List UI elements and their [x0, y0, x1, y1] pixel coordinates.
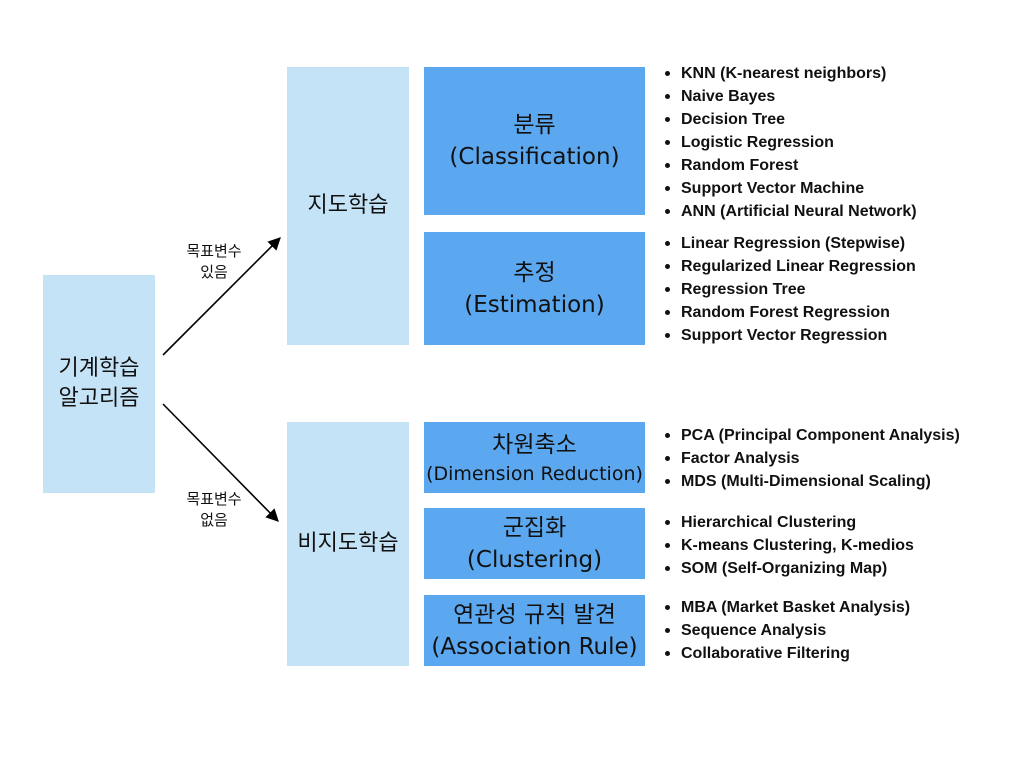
category-clustering: 군집화 (Clustering) [424, 508, 645, 579]
category-title: 차원축소 [492, 431, 577, 458]
list-item: Factor Analysis [664, 447, 960, 470]
list-item: SOM (Self-Organizing Map) [664, 557, 914, 580]
category-association-rule: 연관성 규칙 발견 (Association Rule) [424, 595, 645, 666]
list-item: Regression Tree [664, 278, 916, 301]
root-label-line1: 기계학습 [58, 356, 140, 381]
list-item: Random Forest [664, 154, 917, 177]
edge-label-line1: 목표변수 [186, 242, 242, 260]
list-item: Random Forest Regression [664, 301, 916, 324]
list-item: Collaborative Filtering [664, 642, 910, 665]
edge-label-line2: 있음 [200, 263, 228, 281]
list-item: Support Vector Regression [664, 324, 916, 347]
list-item: KNN (K-nearest neighbors) [664, 62, 917, 85]
list-dimension-reduction: PCA (Principal Component Analysis) Facto… [664, 424, 960, 493]
unsupervised-label: 비지도학습 [297, 531, 399, 556]
arrow-to-supervised [162, 237, 281, 356]
list-item: Naive Bayes [664, 85, 917, 108]
list-item: K-means Clustering, K-medios [664, 534, 914, 557]
list-item: ANN (Artificial Neural Network) [664, 200, 917, 223]
list-clustering: Hierarchical Clustering K-means Clusteri… [664, 511, 914, 580]
unsupervised-node: 비지도학습 [287, 422, 409, 666]
category-title: 연관성 규칙 발견 [453, 601, 616, 628]
category-subtitle: (Clustering) [466, 546, 603, 573]
category-subtitle: (Association Rule) [431, 633, 638, 660]
arrow-to-unsupervised [162, 403, 279, 522]
category-subtitle: (Classification) [449, 144, 620, 170]
category-title: 분류 [513, 112, 556, 138]
category-title: 군집화 [502, 514, 567, 541]
list-item: Linear Regression (Stepwise) [664, 232, 916, 255]
list-item: Regularized Linear Regression [664, 255, 916, 278]
supervised-node: 지도학습 [287, 67, 409, 345]
edge-label-unsupervised: 목표변수 없음 [159, 489, 269, 531]
list-item: Decision Tree [664, 108, 917, 131]
edge-label-line2: 없음 [200, 511, 228, 529]
list-estimation: Linear Regression (Stepwise) Regularized… [664, 232, 916, 347]
root-node: 기계학습 알고리즘 [43, 275, 155, 493]
list-classification: KNN (K-nearest neighbors) Naive Bayes De… [664, 62, 917, 223]
list-item: Hierarchical Clustering [664, 511, 914, 534]
category-dimension-reduction: 차원축소 (Dimension Reduction) [424, 422, 645, 493]
category-subtitle: (Estimation) [464, 291, 605, 318]
edge-label-line1: 목표변수 [186, 490, 242, 508]
list-item: MBA (Market Basket Analysis) [664, 596, 910, 619]
category-estimation: 추정 (Estimation) [424, 232, 645, 345]
list-association-rule: MBA (Market Basket Analysis) Sequence An… [664, 596, 910, 665]
category-title: 추정 [513, 259, 556, 286]
root-label-line2: 알고리즘 [58, 386, 140, 411]
category-classification: 분류 (Classification) [424, 67, 645, 215]
category-subtitle: (Dimension Reduction) [426, 462, 643, 485]
list-item: Support Vector Machine [664, 177, 917, 200]
edge-label-supervised: 목표변수 있음 [159, 241, 269, 283]
list-item: Sequence Analysis [664, 619, 910, 642]
list-item: PCA (Principal Component Analysis) [664, 424, 960, 447]
list-item: Logistic Regression [664, 131, 917, 154]
supervised-label: 지도학습 [307, 193, 389, 218]
list-item: MDS (Multi-Dimensional Scaling) [664, 470, 960, 493]
